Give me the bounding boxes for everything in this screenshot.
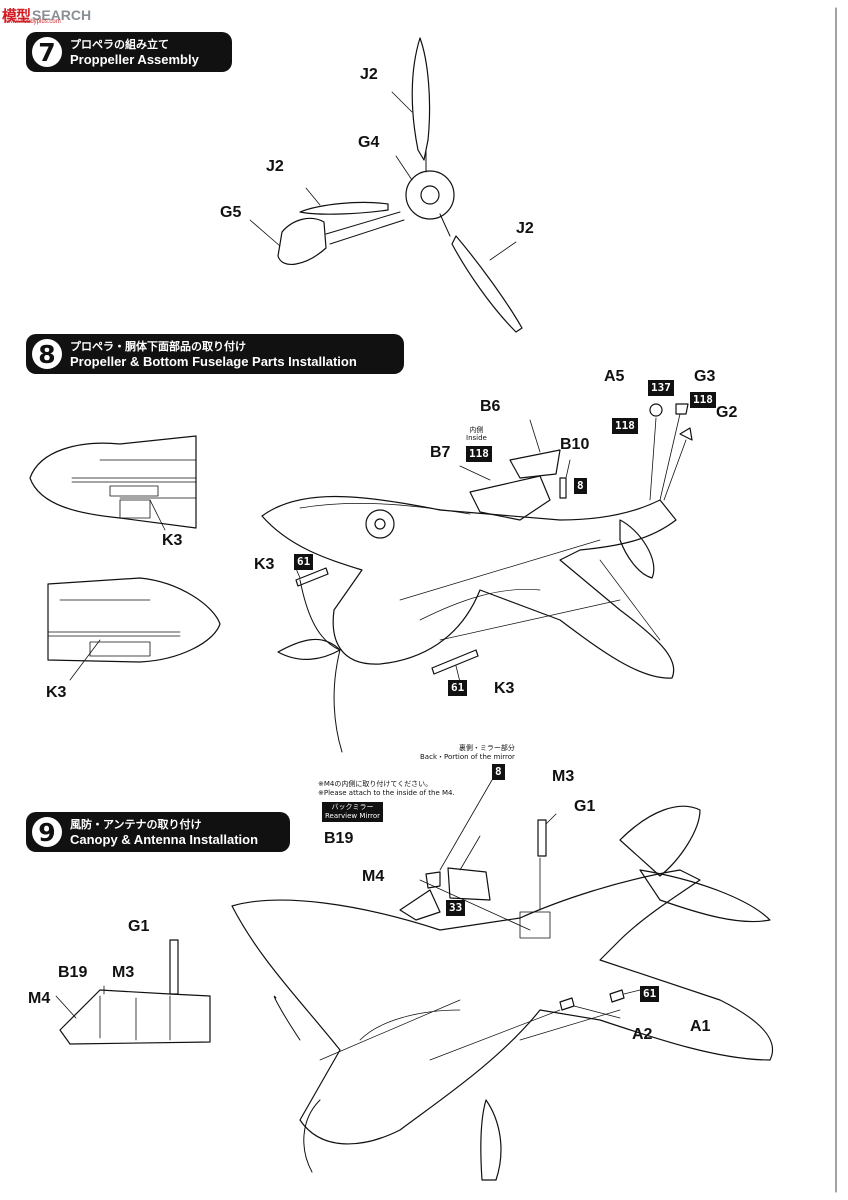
part-g2 bbox=[679, 427, 693, 441]
badge-61-bottom: 61 bbox=[448, 680, 468, 696]
badge-118-left: 118 bbox=[612, 418, 638, 434]
badge-8: 8 bbox=[574, 478, 587, 494]
part-g3 bbox=[675, 403, 689, 415]
watermark-url: www.hobbyplus.com bbox=[6, 19, 61, 25]
part-k3-upper bbox=[295, 567, 329, 587]
step7-header: 7 プロペラの組み立て Proppeller Assembly bbox=[26, 32, 232, 72]
tail-fin bbox=[619, 519, 655, 579]
mirror-note-jp: 裏側・ミラー部分 bbox=[458, 744, 515, 752]
part-b10 bbox=[559, 477, 567, 499]
label-j2-left: J2 bbox=[266, 158, 284, 175]
rearview-mirror-tag: バックミラー Rearview Mirror bbox=[322, 802, 383, 822]
step7-title-en: Proppeller Assembly bbox=[70, 52, 199, 67]
label-detail-g1: G1 bbox=[128, 918, 150, 935]
attach-note: ※M4の内側に取り付けてください。 ※Please attach to the … bbox=[318, 780, 455, 798]
step7-number: 7 bbox=[32, 37, 62, 67]
step9-title-en: Canopy & Antenna Installation bbox=[70, 832, 259, 847]
watermark-text: SEARCH bbox=[32, 7, 92, 23]
propeller-k3 bbox=[277, 638, 341, 660]
label-j2-right: J2 bbox=[516, 220, 534, 237]
label-g3: G3 bbox=[694, 368, 716, 385]
label-inside-jp: 内側 bbox=[469, 426, 484, 434]
blade-left-j2 bbox=[299, 201, 389, 215]
badge-137: 137 bbox=[648, 380, 674, 396]
spinner-g5 bbox=[277, 217, 327, 265]
label-k3-bottom: K3 bbox=[494, 680, 515, 697]
vertical-tail bbox=[619, 805, 701, 877]
label-j2-top: J2 bbox=[360, 66, 378, 83]
label-g4: G4 bbox=[358, 134, 380, 151]
part-g1 bbox=[537, 819, 547, 857]
mirror-note-en: Back・Portion of the mirror bbox=[420, 753, 515, 761]
part-m3 bbox=[447, 867, 491, 901]
attach-note-jp: ※M4の内側に取り付けてください。 bbox=[318, 780, 433, 788]
step9-detail-canopy bbox=[55, 939, 211, 1045]
label-m3: M3 bbox=[552, 768, 575, 785]
part-b7 bbox=[469, 475, 551, 521]
badge-33: 33 bbox=[446, 900, 466, 916]
label-k3-main-left: K3 bbox=[254, 556, 275, 573]
step8-number: 8 bbox=[32, 339, 62, 369]
step7-title-jp: プロペラの組み立て bbox=[70, 38, 169, 51]
watermark-logo: 模型 bbox=[2, 7, 31, 25]
hub-g4 bbox=[405, 170, 455, 220]
badge-8-mirror: 8 bbox=[492, 764, 505, 780]
blade-right-j2 bbox=[451, 235, 523, 333]
rearview-mirror-en: Rearview Mirror bbox=[325, 812, 380, 820]
part-k3-lower bbox=[431, 649, 479, 675]
landing-wheel bbox=[365, 509, 395, 539]
attach-note-en: ※Please attach to the inside of the M4. bbox=[318, 789, 455, 797]
blade-top-j2 bbox=[411, 37, 431, 161]
step8-header: 8 プロペラ・胴体下面部品の取り付け Propeller & Bottom Fu… bbox=[26, 334, 404, 374]
antenna-g1-detail bbox=[169, 939, 179, 995]
part-a5 bbox=[649, 403, 663, 417]
horizontal-tail bbox=[639, 869, 771, 923]
label-b6: B6 bbox=[480, 398, 501, 415]
step9-title-jp: 風防・アンテナの取り付け bbox=[70, 818, 202, 831]
label-b10: B10 bbox=[560, 436, 590, 453]
label-a2: A2 bbox=[632, 1026, 653, 1043]
label-inside-en: Inside bbox=[466, 434, 487, 442]
label-b19: B19 bbox=[324, 830, 354, 847]
fuselage-underside bbox=[261, 495, 677, 679]
label-detail-m3: M3 bbox=[112, 964, 135, 981]
label-b7: B7 bbox=[430, 444, 451, 461]
label-inside: 内側 Inside bbox=[466, 426, 487, 442]
step8-title-jp: プロペラ・胴体下面部品の取り付け bbox=[70, 340, 246, 353]
step8-aircraft-drawing bbox=[261, 403, 693, 753]
step8-title-en: Propeller & Bottom Fuselage Parts Instal… bbox=[70, 354, 357, 369]
label-k3-detail-top: K3 bbox=[162, 532, 183, 549]
badge-61-step9: 61 bbox=[640, 986, 660, 1002]
part-a2 bbox=[559, 997, 575, 1011]
step9-header: 9 風防・アンテナの取り付け Canopy & Antenna Installa… bbox=[26, 812, 290, 852]
part-b6 bbox=[509, 449, 561, 479]
landing-gear-door bbox=[480, 1099, 502, 1181]
label-g5: G5 bbox=[220, 204, 242, 221]
label-m4: M4 bbox=[362, 868, 385, 885]
label-detail-m4: M4 bbox=[28, 990, 51, 1007]
step7-propeller-drawing bbox=[249, 37, 523, 333]
step9-aircraft-drawing bbox=[231, 779, 774, 1181]
label-k3-detail-bottom: K3 bbox=[46, 684, 67, 701]
badge-118-top: 118 bbox=[690, 392, 716, 408]
badge-61-left: 61 bbox=[294, 554, 314, 570]
label-g2: G2 bbox=[716, 404, 738, 421]
rearview-mirror-jp: バックミラー bbox=[331, 803, 374, 811]
fuselage-top bbox=[231, 869, 774, 1145]
label-g1: G1 bbox=[574, 798, 596, 815]
label-detail-b19: B19 bbox=[58, 964, 88, 981]
badge-118-mid: 118 bbox=[466, 446, 492, 462]
watermark: 模型 SEARCH bbox=[2, 4, 91, 26]
part-m4 bbox=[399, 889, 441, 921]
mirror-note: 裏側・ミラー部分 Back・Portion of the mirror bbox=[420, 744, 515, 762]
label-a1: A1 bbox=[690, 1018, 711, 1035]
part-a1 bbox=[609, 989, 625, 1003]
step8-detail-bottom bbox=[47, 577, 221, 681]
step8-detail-top bbox=[29, 435, 197, 531]
step9-number: 9 bbox=[32, 817, 62, 847]
label-a5: A5 bbox=[604, 368, 625, 385]
